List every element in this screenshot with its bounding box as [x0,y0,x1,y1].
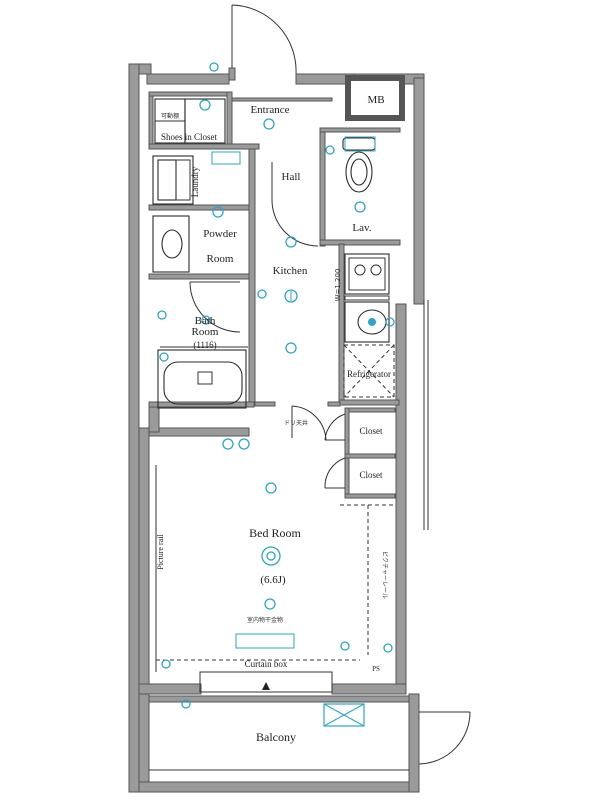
label-ps: PS [372,665,380,673]
label-closet-2: Closet [359,470,383,480]
label-bed-room-size: (6.6J) [260,574,286,586]
label-entrance: Entrance [250,104,289,116]
hall-door [271,162,319,247]
bed-room-lines [155,465,394,693]
label-closet-1: Closet [359,426,383,436]
shoes-closet-shelves [154,98,226,144]
label-indoor-unit: 室内物干金物 [247,616,283,624]
closet-doors [291,405,346,489]
label-picture-rail: Picture rail [156,534,165,570]
kitchen-sink [344,301,390,343]
label-lav: Lav. [352,222,371,234]
laundry-area [152,151,241,205]
label-bath-room-1: Bath [195,315,216,327]
balcony-door [418,711,471,765]
stove [344,253,390,301]
label-bath-size: (1116) [193,340,216,350]
label-shoes-closet-jp: 可動棚 [161,112,179,120]
label-bed-room: Bed Room [249,526,301,540]
label-curtain-box: Curtain box [245,659,288,669]
washbasin [152,215,190,273]
label-mb: MB [367,94,384,106]
label-laundry: Laundry [190,166,200,197]
label-hatch: ドリ天井 [284,419,308,427]
balcony-fixtures [149,703,409,771]
refrigerator-space [343,344,395,398]
label-kitchen: Kitchen [273,265,308,277]
label-powder-room-2: Room [207,253,234,265]
label-hall: Hall [282,171,301,183]
label-picture-rail-right: ピクチャーレール [381,551,388,599]
electrical-symbols [157,62,395,709]
toilet [342,136,376,193]
label-refrigerator: Refrigerator [347,369,391,379]
label-shoes-closet: Shoes in Closet [161,132,218,142]
label-powder-room-1: Powder [203,228,237,240]
outer-walls [128,63,429,793]
powder-room-door [189,281,241,333]
label-balcony: Balcony [256,730,296,744]
label-bath-room-2: Room [192,326,219,338]
bathtub [157,346,248,409]
entrance-door [228,4,297,81]
label-kitchen-width: W=1,200 [334,269,342,302]
